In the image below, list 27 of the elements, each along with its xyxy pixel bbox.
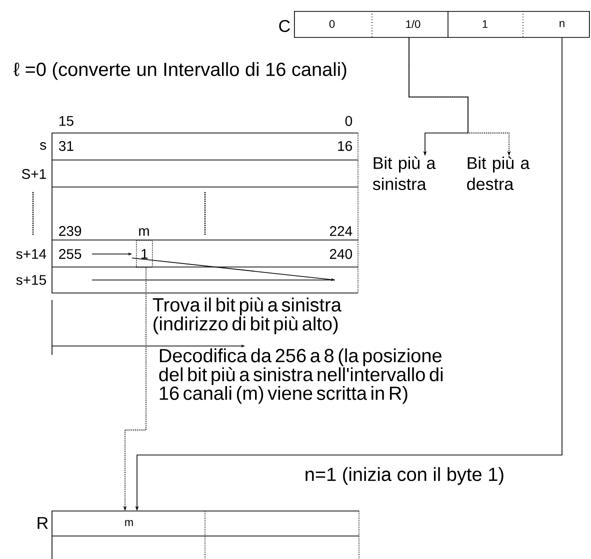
bit-number: 15 (59, 116, 74, 126)
row-label: S+1 (22, 169, 46, 179)
row-label: s (40, 142, 46, 150)
cell-value: 0 (329, 20, 335, 28)
row-label: s+14 (16, 249, 46, 259)
note-text: Trova il bit più a sinistra (indirizzo di bit più alto) (152, 297, 342, 334)
bit-label: m (139, 228, 149, 236)
bit-number: 0 (345, 116, 352, 126)
cell-value: 1 (482, 20, 488, 28)
bit-number: 224 (330, 226, 352, 236)
bit-number: 240 (330, 249, 352, 259)
register-label: R (38, 517, 48, 529)
cell-value: m (125, 520, 133, 526)
bit-number: 255 (59, 249, 82, 259)
cell-value: 1/0 (406, 20, 420, 28)
row-label: s+15 (16, 275, 46, 285)
text-label: Bit più a destra (467, 156, 530, 190)
register-label: C (279, 20, 290, 32)
bit-cell: 1 (136, 240, 153, 268)
bit-number: 31 (58, 141, 74, 151)
text-label: Bit più a sinistra (372, 156, 436, 190)
note-text: ℓ =0 (converte un Intervallo di 16 canali) (14, 62, 346, 80)
note-text: n=1 (inizia con il byte 1) (306, 467, 504, 485)
note-text: Decodifica da 256 a 8 (la posizione del bit più a sinistra nell'intervallo di 16 canali (m) viene scritta in R) (159, 348, 443, 404)
bit-number: 16 (338, 141, 352, 151)
cell-value: n (560, 21, 564, 27)
bit-number: 239 (59, 226, 82, 236)
